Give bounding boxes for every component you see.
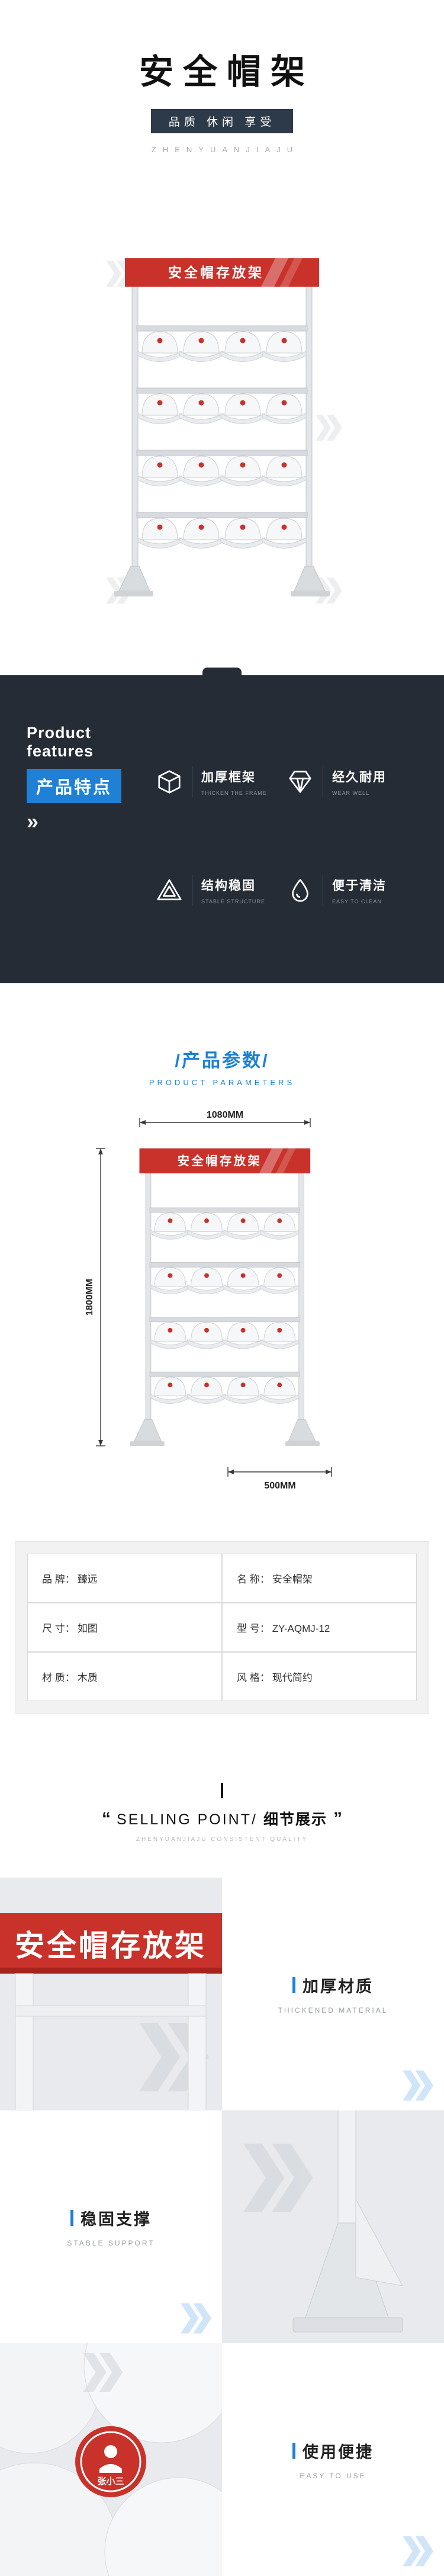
- height-dimension-line: [96, 1148, 105, 1446]
- page-header: 安全帽架 品质 休闲 享受 ZHENYUANJIAJU: [0, 0, 444, 178]
- gem-icon: [287, 768, 314, 795]
- detail-row-1: 安全帽存放架 加厚材质 THICKENED MATERIAL: [0, 1878, 444, 2110]
- detail-subtitle: STABLE SUPPORT: [67, 2239, 155, 2247]
- helmet-closeup-drawing: 张小三: [0, 2343, 222, 2576]
- detail-text-easy: 使用便捷 EASY TO USE: [222, 2343, 444, 2576]
- tick-mark: [221, 1783, 223, 1798]
- selling-point-en: SELLING POINT/: [117, 1811, 258, 1828]
- features-section: Product features 产品特点 » 加厚框架 THICKEN THE…: [0, 668, 444, 983]
- detail-row-2: 稳固支撑 STABLE SUPPORT: [0, 2110, 444, 2343]
- feature-title: 经久耐用: [332, 770, 387, 784]
- feature-title: 便于清洁: [332, 878, 387, 893]
- depth-dimension-label: 500MM: [264, 1481, 295, 1491]
- banner-closeup-drawing: 安全帽存放架: [0, 1878, 222, 2110]
- detail-text-material: 加厚材质 THICKENED MATERIAL: [222, 1878, 444, 2110]
- depth-dimension-line: [227, 1467, 332, 1477]
- spec-model: 型 号：ZY-AQMJ-12: [223, 1603, 416, 1651]
- height-dimension-label: 1800MM: [85, 1279, 95, 1316]
- detail-image-easy: 张小三: [0, 2343, 222, 2576]
- feature-item-clean: 便于清洁 EASY TO CLEAN: [287, 874, 417, 906]
- selling-point-header: “ SELLING POINT/ 细节展示 ” ZHENYUANJIAJU CO…: [0, 1765, 444, 1878]
- double-arrow-icon: »: [27, 809, 39, 834]
- feature-item-frame: 加厚框架 THICKEN THE FRAME: [156, 766, 287, 797]
- section-tab-notch: [202, 668, 242, 685]
- spec-size: 尺 寸：如图: [28, 1603, 221, 1651]
- banner-closeup-text: 安全帽存放架: [15, 1929, 207, 1962]
- triangle-icon: [156, 877, 183, 904]
- helmet-rack-drawing: [114, 258, 330, 596]
- spec-material: 材 质：木质: [28, 1653, 221, 1701]
- specs-section: 品 牌：臻远 名 称：安全帽架 尺 寸：如图 型 号：ZY-AQMJ-12 材 …: [0, 1516, 444, 1765]
- dimension-image: 1080MM 1800MM 500MM: [85, 1110, 332, 1491]
- feature-item-durable: 经久耐用 WEAR WELL: [287, 766, 417, 797]
- features-title-cn: 产品特点: [27, 769, 122, 804]
- feature-subtitle: STABLE STRUCTURE: [201, 898, 265, 904]
- cube-icon: [156, 768, 183, 795]
- detail-title: 使用便捷: [303, 2443, 374, 2461]
- watermark-icon: [316, 415, 342, 441]
- hero-section: [0, 178, 444, 675]
- feature-title: 结构稳固: [201, 878, 256, 893]
- detail-grid: 安全帽存放架 加厚材质 THICKENED MATERIAL 稳固支撑 STAB…: [0, 1878, 444, 2576]
- features-title-en-1: Product: [27, 724, 92, 742]
- parameters-section: /产品参数/ PRODUCT PARAMETERS 1080MM: [0, 983, 444, 1516]
- brand-badge: [75, 2426, 146, 2497]
- detail-row-3: 张小三 使用便捷 EASY TO USE: [0, 2343, 444, 2576]
- detail-title: 加厚材质: [303, 1978, 374, 1996]
- parameters-subtitle: PRODUCT PARAMETERS: [149, 1078, 295, 1087]
- feature-title: 加厚框架: [201, 770, 256, 784]
- page-title: 安全帽架: [139, 53, 314, 91]
- feature-subtitle: EASY TO CLEAN: [332, 898, 382, 904]
- spec-name: 名 称：安全帽架: [223, 1554, 416, 1602]
- leg-closeup-drawing: [222, 2110, 444, 2343]
- product-image: [106, 237, 342, 604]
- quote-open: “: [102, 1809, 111, 1828]
- brand-badge-text: 张小三: [97, 2476, 124, 2487]
- watermark-chevron-icon: [403, 2070, 433, 2101]
- feature-subtitle: THICKEN THE FRAME: [201, 790, 267, 796]
- spec-style: 风 格：现代简约: [223, 1653, 416, 1701]
- features-title-en-2: features: [27, 742, 94, 761]
- watermark-chevron-icon: [403, 2536, 433, 2567]
- spec-brand: 品 牌：臻远: [28, 1554, 221, 1602]
- detail-text-support: 稳固支撑 STABLE SUPPORT: [0, 2110, 222, 2343]
- drop-icon: [287, 877, 314, 904]
- parameters-title: /产品参数/: [175, 1050, 269, 1071]
- features-grid: 加厚框架 THICKEN THE FRAME 经久耐用 WEAR WELL: [156, 724, 417, 944]
- accent-bar: [292, 2443, 295, 2459]
- detail-subtitle: EASY TO USE: [300, 2472, 366, 2480]
- accent-bar: [292, 1977, 295, 1993]
- detail-image-material: 安全帽存放架: [0, 1878, 222, 2110]
- detail-subtitle: THICKENED MATERIAL: [278, 2006, 388, 2014]
- helmet-rack-drawing: [130, 1149, 320, 1446]
- feature-item-stable: 结构稳固 STABLE STRUCTURE: [156, 874, 287, 906]
- detail-image-support: [222, 2110, 444, 2343]
- selling-point-caption: ZHENYUANJIAJU CONSISTENT QUALITY: [136, 1836, 308, 1843]
- detail-title: 稳固支撑: [81, 2211, 152, 2228]
- accent-bar: [70, 2210, 73, 2226]
- brand-caption: ZHENYUANJIAJU: [151, 145, 300, 154]
- quality-badge: 品质 休闲 享受: [150, 109, 294, 133]
- selling-point-cn: 细节展示: [263, 1811, 327, 1828]
- feature-subtitle: WEAR WELL: [332, 790, 370, 796]
- watermark-chevron-icon: [181, 2303, 211, 2334]
- specs-table: 品 牌：臻远 名 称：安全帽架 尺 寸：如图 型 号：ZY-AQMJ-12 材 …: [15, 1541, 429, 1714]
- quote-close: ”: [333, 1809, 342, 1828]
- width-dimension-label: 1080MM: [207, 1110, 243, 1120]
